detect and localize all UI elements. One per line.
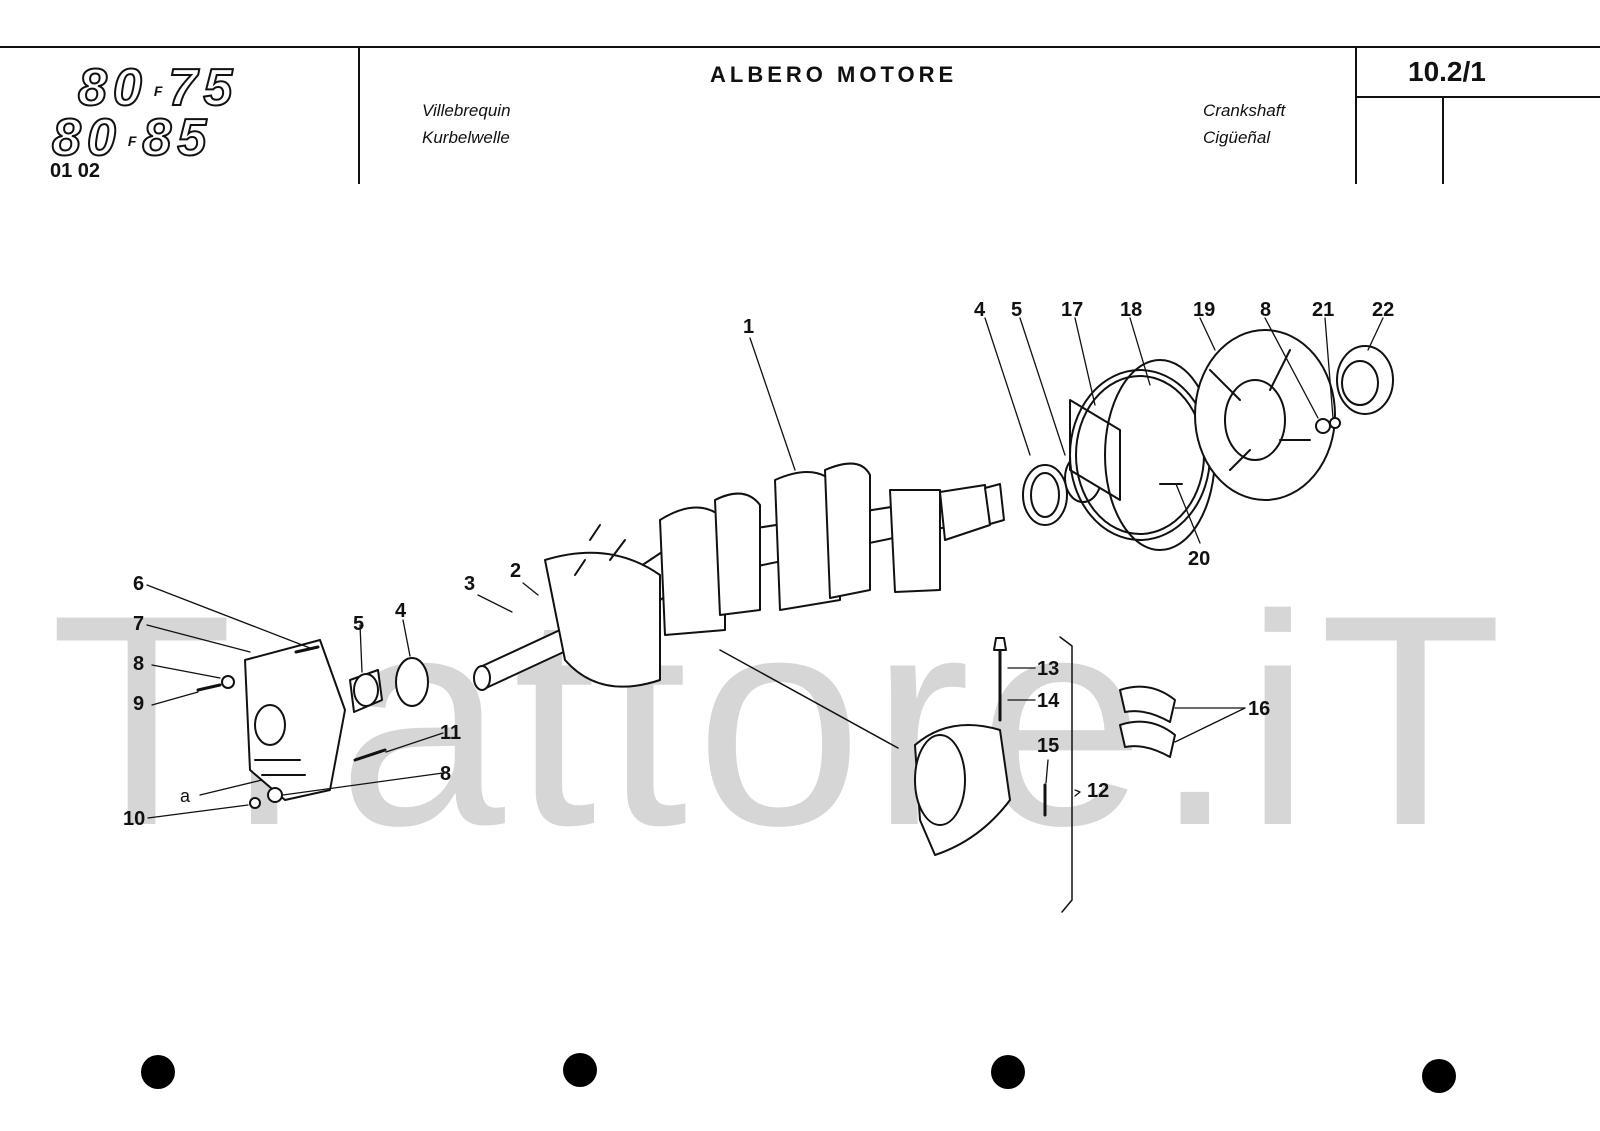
callout-15: 15	[1037, 735, 1059, 757]
rear-seal-parts	[1022, 329, 1394, 551]
header-pagebox-rule	[1355, 96, 1600, 98]
subtitle-english: Crankshaft	[1203, 101, 1286, 120]
callout-8-lower: 8	[440, 763, 451, 785]
callout-17: 17	[1061, 299, 1083, 321]
callout-22: 22	[1372, 299, 1394, 321]
callout-16: 16	[1248, 698, 1270, 720]
callout-labels: 1 2 3 4 5 17 18 19 8 21 22 20 6 7 8 9 5 …	[123, 299, 1394, 830]
callout-11: 11	[440, 722, 461, 744]
callout-4-front: 4	[395, 600, 407, 622]
callout-3: 3	[464, 573, 475, 595]
callout-13: 13	[1037, 658, 1059, 680]
callout-8-rear: 8	[1260, 299, 1271, 321]
callout-19: 19	[1193, 299, 1215, 321]
subtitle-german: Kurbelwelle	[422, 128, 510, 147]
callout-a: a	[180, 786, 191, 806]
bearing-cap-group	[719, 636, 1176, 913]
callout-14: 14	[1037, 690, 1060, 712]
doc-code: 01 02	[50, 160, 101, 182]
binder-hole	[1422, 1059, 1456, 1093]
header-pagebox-divider	[1442, 96, 1444, 184]
callout-2: 2	[510, 560, 521, 582]
leader-lines	[146, 317, 1384, 819]
crankshaft	[473, 462, 1005, 691]
header-divider-right	[1355, 48, 1357, 184]
page-number: 10.2/1	[1408, 56, 1486, 87]
header-top-rule	[0, 46, 1600, 48]
binder-hole	[563, 1053, 597, 1087]
callout-10: 10	[123, 808, 145, 830]
subtitle-french: Villebrequin	[422, 101, 511, 120]
front-cover-group	[196, 639, 429, 809]
page-title: ALBERO MOTORE	[710, 62, 958, 87]
subtitle-spanish: Cigüeñal	[1203, 128, 1271, 147]
callout-21: 21	[1312, 299, 1334, 321]
callout-8-front: 8	[133, 653, 144, 675]
header-divider-left	[358, 48, 360, 184]
callout-20: 20	[1188, 548, 1210, 570]
callout-4-rear: 4	[974, 299, 986, 321]
binder-hole	[991, 1055, 1025, 1089]
callout-9: 9	[133, 693, 144, 715]
callout-5-front: 5	[353, 613, 364, 635]
callout-5-rear: 5	[1011, 299, 1022, 321]
callout-12: 12	[1087, 780, 1109, 802]
callout-18: 18	[1120, 299, 1142, 321]
binder-hole	[141, 1055, 175, 1089]
callout-6: 6	[133, 573, 144, 595]
callout-1: 1	[743, 316, 754, 338]
callout-7: 7	[133, 613, 144, 635]
